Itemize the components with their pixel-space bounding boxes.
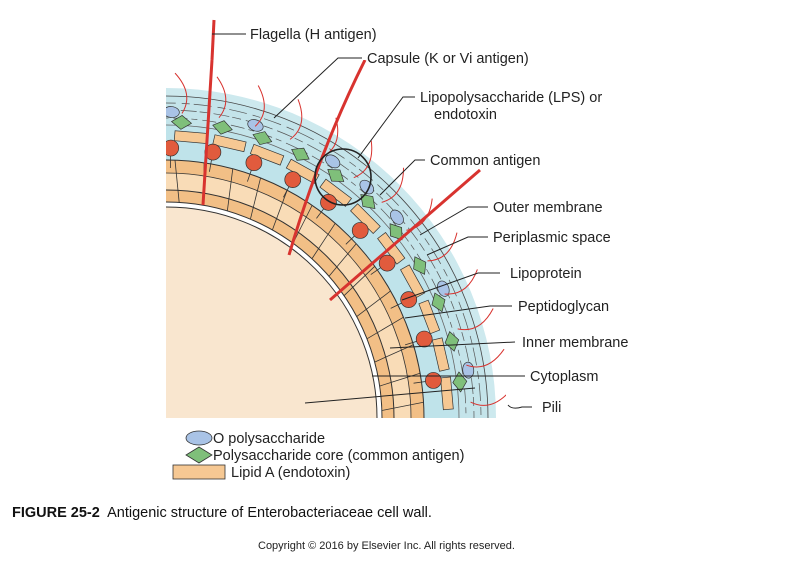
polysaccharide-core-icon <box>360 194 376 210</box>
lipid-a-icon <box>249 143 285 166</box>
polysaccharide-core-icon <box>413 256 427 275</box>
o-polysaccharide-icon <box>185 430 213 446</box>
polysaccharide-core-icon <box>444 331 460 352</box>
pilus <box>427 232 458 262</box>
legend: O polysaccharide Polysaccharide core (co… <box>172 430 464 481</box>
o-polysaccharide-icon <box>390 209 404 225</box>
label-outer-membrane: Outer membrane <box>493 200 603 216</box>
peptidoglycan-segment <box>343 266 376 296</box>
legend-polysaccharide-core: Polysaccharide core (common antigen) <box>213 448 464 464</box>
pilus <box>289 99 303 140</box>
label-common-antigen: Common antigen <box>430 153 540 169</box>
lps-units <box>166 106 475 411</box>
peptidoglycan-segment <box>292 205 313 244</box>
cell-wall-diagram: Flagella (H antigen) Capsule (K or Vi an… <box>166 19 628 481</box>
pilus <box>216 76 227 118</box>
lipoprotein-icon <box>351 222 369 239</box>
copyright-notice: Copyright © 2016 by Elsevier Inc. All ri… <box>258 540 515 552</box>
lipid-a-icon <box>172 464 226 480</box>
peptidoglycan-segment <box>226 168 234 211</box>
lipoprotein-icon <box>245 154 263 172</box>
label-periplasmic-space: Periplasmic space <box>493 230 611 246</box>
membrane-proteins <box>166 139 442 389</box>
label-cytoplasm: Cytoplasm <box>530 369 599 385</box>
lipid-a-icon <box>418 299 441 335</box>
peptidoglycan-segment <box>271 190 288 231</box>
peptidoglycan-segment <box>311 223 336 259</box>
legend-lipid-a: Lipid A (endotoxin) <box>231 465 350 481</box>
peptidoglycan-segment <box>381 401 424 411</box>
polysaccharide-core-icon <box>389 223 403 241</box>
label-lps: Lipopolysaccharide (LPS) or <box>420 90 602 106</box>
pilus <box>457 308 494 331</box>
polysaccharide-core-icon <box>327 169 345 182</box>
figure-number: FIGURE 25-2 <box>12 505 100 521</box>
lipoprotein-icon <box>284 171 302 188</box>
peptidoglycan-segment <box>356 290 391 317</box>
peptidoglycan-segment <box>250 177 261 220</box>
cytoplasm-region <box>166 206 378 418</box>
lipid-a-icon <box>400 264 426 299</box>
lipoprotein-icon <box>378 254 396 272</box>
lipoprotein-icon <box>166 139 180 157</box>
lipoprotein-icon <box>400 291 418 308</box>
label-peptidoglycan: Peptidoglycan <box>518 299 609 315</box>
peptidoglycan-segment <box>379 372 421 387</box>
o-polysaccharide-icon <box>325 154 341 169</box>
polysaccharide-core-icon <box>291 147 310 161</box>
label-flagella: Flagella (H antigen) <box>250 27 377 43</box>
polysaccharide-core-icon <box>170 115 193 130</box>
o-polysaccharide-icon <box>437 280 450 297</box>
label-pili: Pili <box>542 400 561 416</box>
lipoprotein-icon <box>425 372 442 389</box>
peptidoglycan-segment <box>328 243 357 277</box>
pilus <box>466 348 505 368</box>
flagellum <box>210 19 216 61</box>
polysaccharide-core-icon <box>212 120 233 135</box>
lipid-a-icon <box>350 203 381 234</box>
polysaccharide-core-icon <box>452 371 468 393</box>
polysaccharide-core-icon <box>431 292 446 313</box>
peptidoglycan-segment <box>366 316 404 340</box>
polysaccharide-core-icon <box>252 131 273 146</box>
flagellum <box>287 60 367 256</box>
label-inner-membrane: Inner membrane <box>522 335 628 351</box>
pilus <box>254 85 265 127</box>
label-lps-line2: endotoxin <box>434 107 497 123</box>
legend-o-polysaccharide: O polysaccharide <box>213 431 325 447</box>
figure-title: Antigenic structure of Enterobacteriacea… <box>107 505 432 521</box>
lipid-a-icon <box>440 376 454 411</box>
label-capsule: Capsule (K or Vi antigen) <box>367 51 529 67</box>
pilus <box>470 394 506 406</box>
pilus <box>174 72 188 114</box>
flagellum <box>329 168 481 302</box>
lipid-a-icon <box>285 158 320 184</box>
label-lipoprotein: Lipoprotein <box>510 266 582 282</box>
flagellum <box>201 60 214 206</box>
o-polysaccharide-icon <box>166 106 180 118</box>
lipoprotein-icon <box>415 330 433 348</box>
lps-highlight-circle <box>314 148 372 206</box>
polysaccharide-core-icon <box>185 446 213 464</box>
leader-lines <box>212 33 532 409</box>
peptidoglycan-segment <box>174 160 180 203</box>
figure-caption: FIGURE 25-2 Antigenic structure of Enter… <box>12 505 432 521</box>
lipid-a-icon <box>212 134 247 153</box>
cell-illustration <box>166 60 506 418</box>
